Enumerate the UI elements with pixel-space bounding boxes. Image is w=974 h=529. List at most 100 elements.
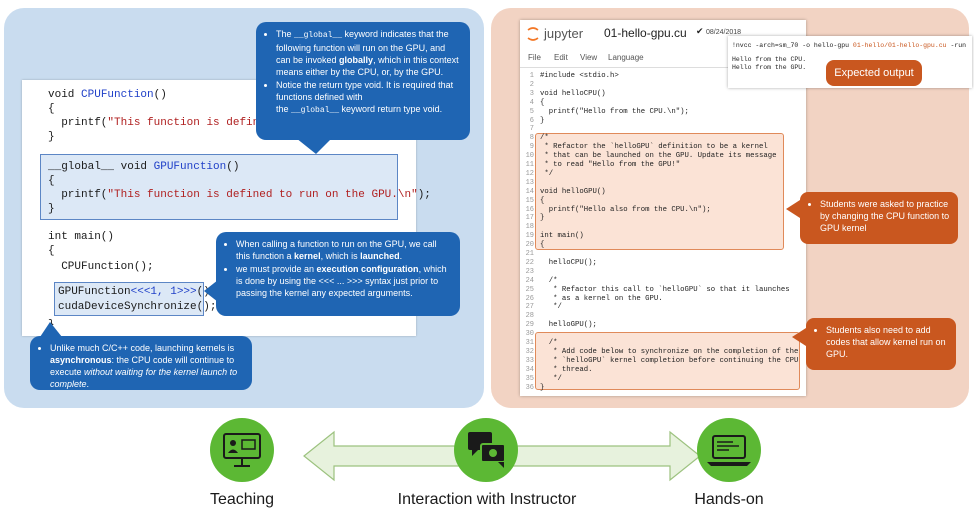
menu-view[interactable]: View [580,53,598,62]
async-callout: Unlike much C/C++ code, launching kernel… [30,336,252,390]
code-line-cpu-call: CPUFunction(); [48,261,154,273]
line-number: 27 [525,303,534,312]
code-line: helloCPU(); [540,258,597,267]
callout-bullet: we must provide an execution configurati… [236,263,452,299]
helloGPU-highlight [535,133,784,250]
code-line-gpu-decl: __global__ void GPUFunction() [48,161,240,173]
line-number: 32 [525,347,534,356]
presentation-monitor-icon [223,433,261,467]
line-number: 19 [525,232,534,241]
practice-callout: Students were asked to practice by chang… [800,192,958,244]
compile-command: !nvcc -arch=sm_70 -o hello-gpu 01-hello/… [732,42,967,49]
line-number: 10 [525,152,534,161]
code-line: { [540,98,545,107]
code-line: { [540,241,545,250]
callout-bullet: Unlike much C/C++ code, launching kernel… [50,342,244,390]
line-number: 13 [525,178,534,187]
kernel-launch-highlight [54,282,204,316]
teaching-label: Teaching [209,491,275,508]
interaction-circle [454,418,518,482]
line-number: 11 [525,161,534,169]
code-line: * Refactor the `helloGPU` definition to … [540,143,768,152]
code-line: #include <stdio.h> [540,72,619,80]
callout-bullet: Students were asked to practice by chang… [820,198,950,234]
callout-bullet: When calling a function to run on the GP… [236,238,452,262]
code-line: helloGPU(); [540,321,597,330]
line-number: 21 [525,250,534,258]
callout-pointer [40,322,62,337]
notebook-header: jupyter 01-hello-gpu.cu ✔ 08/24/2018 [520,20,806,48]
code-line: * Add code below to synchronize on the c… [540,347,799,356]
menu-language[interactable]: Language [608,53,644,62]
line-number: 30 [525,330,534,339]
code-line-kernel-launch: GPUFunction<<<1, 1>>>(); [58,286,216,298]
line-number: 3 [529,89,534,98]
callout-pointer [204,280,218,302]
callout-bullet: The __global__ keyword indicates that th… [276,28,462,78]
code-line: printf("Hello from the CPU.\n"); [540,107,689,116]
code-line: } [48,203,55,215]
line-number: 14 [525,187,534,196]
line-number: 9 [529,143,534,152]
code-line: { [48,175,55,187]
line-number: 29 [525,321,534,330]
output-line: Hello from the GPU. [732,64,807,71]
code-line: */ [540,303,562,312]
code-line: printf("Hello also from the CPU.\n"); [540,205,711,214]
menu-file[interactable]: File [528,53,541,62]
code-line: } [48,131,55,143]
expected-output-label: Expected output [826,60,922,86]
global-keyword-callout: The __global__ keyword indicates that th… [256,22,470,140]
line-number: 28 [525,312,534,321]
code-line-gpu-printf: printf("This function is defined to run … [48,189,431,201]
jupyter-logo-icon [527,27,539,41]
code-line: * to read "Hello from the GPU!" [540,161,681,169]
code-line: int main() [540,232,584,241]
add-code-callout: Students also need to add codes that all… [806,318,956,370]
code-line: * `helloGPU` kernel completion before co… [540,356,799,365]
code-line: void helloGPU() [540,187,606,196]
code-line: } [540,214,545,223]
line-number: 31 [525,339,534,347]
line-number: 35 [525,374,534,383]
notebook-filename[interactable]: 01-hello-gpu.cu [604,26,687,40]
notebook-menu: File Edit View Language [520,48,806,68]
code-line: } [540,116,545,125]
code-line: { [48,245,55,257]
code-line: } [540,383,545,392]
code-line: /* [540,276,558,285]
line-number: 20 [525,241,534,250]
jupyter-brand: jupyter [544,26,584,41]
line-number: 24 [525,276,534,285]
line-number: 8 [529,134,534,143]
notebook-date: 08/24/2018 [706,29,742,36]
jupyter-notebook: jupyter 01-hello-gpu.cu ✔ 08/24/2018 Fil… [520,20,806,396]
synchronize-highlight [535,332,800,390]
line-number: 5 [529,107,534,116]
global-function-highlight [40,154,398,220]
line-number: 33 [525,356,534,365]
code-line: { [48,103,55,115]
line-number: 22 [525,258,534,267]
code-line: * that can be launched on the GPU. Updat… [540,152,777,161]
line-number: 34 [525,365,534,374]
output-line: Hello from the CPU. [732,56,807,63]
code-line: */ [540,169,554,178]
interaction-label: Interaction with Instructor [397,491,577,508]
line-number: 16 [525,205,534,214]
line-number: 15 [525,196,534,205]
teaching-circle [210,418,274,482]
menu-edit[interactable]: Edit [554,53,568,62]
code-line: /* [540,134,549,143]
code-line: * as a kernel on the GPU. [540,294,663,303]
code-line-sync: cudaDeviceSynchronize(); [58,301,217,313]
line-number: 18 [525,223,534,232]
line-number: 2 [529,80,534,89]
line-number: 36 [525,383,534,392]
callout-pointer [792,328,806,346]
line-number: 23 [525,267,534,276]
code-line: /* [540,339,558,347]
callout-pointer [786,200,800,218]
line-number: 25 [525,285,534,294]
code-line: * Refactor this call to `helloGPU` so th… [540,285,790,294]
